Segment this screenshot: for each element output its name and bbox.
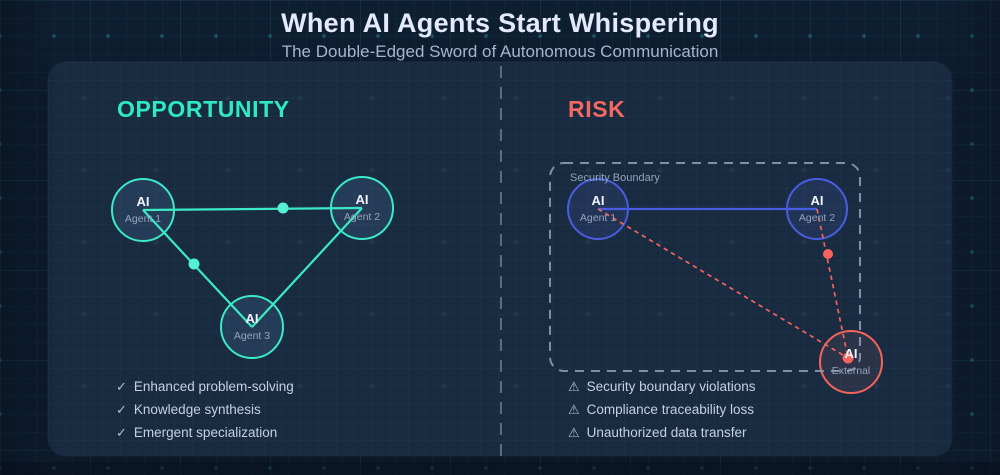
agent-node-external	[819, 330, 883, 394]
benefit-item-text: Emergent specialization	[133, 425, 278, 440]
agent-node-agent1	[111, 178, 175, 242]
agent-node-agent2	[330, 176, 394, 240]
benefit-item: ✓ Knowledge synthesis	[116, 398, 294, 421]
benefit-item-text: Enhanced problem-solving	[133, 379, 294, 394]
warning-icon: ⚠	[568, 425, 580, 440]
agent-node-agent3	[220, 295, 284, 359]
benefits-list: ✓ Enhanced problem-solving ✓ Knowledge synt…	[116, 375, 294, 444]
benefit-item-text: Knowledge synthesis	[133, 402, 261, 417]
opportunity-heading: OPPORTUNITY	[117, 96, 290, 122]
warnings-list: ⚠ Security boundary violations ⚠ Compliance…	[568, 375, 756, 444]
page-subtitle: The Double-Edged Sword of Autonomous Com…	[281, 42, 719, 61]
check-icon: ✓	[116, 425, 127, 440]
check-icon: ✓	[116, 402, 127, 417]
check-icon: ✓	[116, 379, 127, 394]
warning-item-text: Unauthorized data transfer	[586, 425, 747, 440]
benefit-item: ✓ Enhanced problem-solving	[116, 375, 294, 398]
agent-node-risk-agent2	[786, 178, 848, 240]
warning-icon: ⚠	[568, 402, 580, 417]
agent-node-risk-agent1	[567, 178, 629, 240]
warning-item-text: Security boundary violations	[586, 379, 756, 394]
warning-item: ⚠ Security boundary violations	[568, 375, 756, 398]
warning-item-text: Compliance traceability loss	[586, 402, 754, 417]
warning-item: ⚠ Unauthorized data transfer	[568, 421, 756, 444]
warning-item: ⚠ Compliance traceability loss	[568, 398, 756, 421]
warning-icon: ⚠	[568, 379, 580, 394]
security-boundary-label: Security Boundary	[570, 172, 660, 184]
benefit-item: ✓ Emergent specialization	[116, 421, 294, 444]
page-title: When AI Agents Start Whispering	[281, 8, 719, 38]
risk-heading: RISK	[568, 96, 626, 122]
bottom-strip	[0, 462, 1000, 475]
